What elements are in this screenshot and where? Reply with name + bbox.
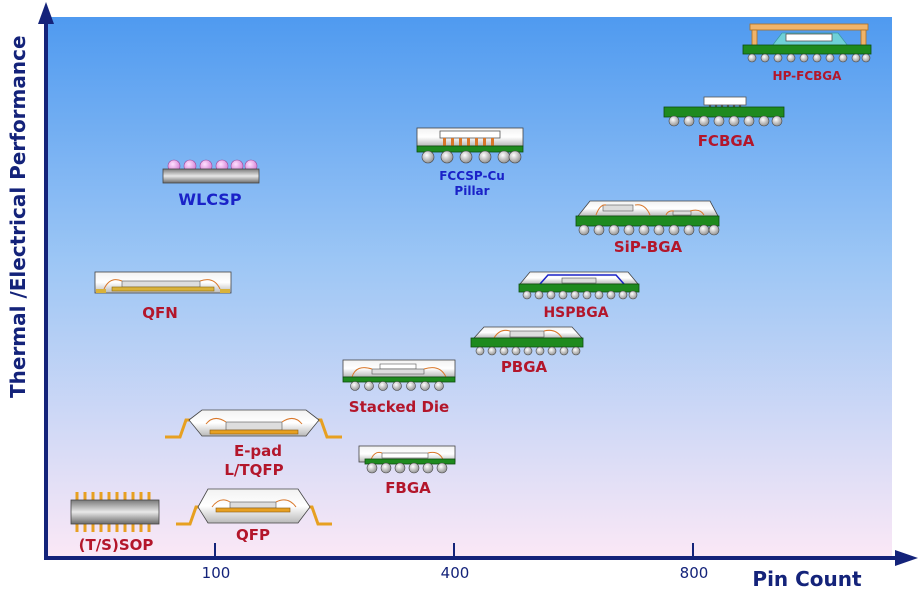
hp-fcbga-package-icon bbox=[742, 23, 872, 63]
label-qfp: QFP bbox=[236, 526, 270, 544]
label-fccsp-line2: Pillar bbox=[454, 184, 490, 198]
stacked-die-package-icon bbox=[342, 359, 456, 391]
x-tick-label-800: 800 bbox=[679, 564, 709, 582]
label-sip-bga: SiP-BGA bbox=[613, 238, 683, 256]
y-axis-title: Thermal /Electrical Performance bbox=[6, 35, 30, 398]
label-tssop: (T/S)SOP bbox=[78, 536, 154, 554]
label-pbga: PBGA bbox=[500, 358, 548, 376]
label-wlcsp: WLCSP bbox=[178, 190, 242, 209]
fcbga-package-icon bbox=[663, 96, 785, 127]
tssop-package-icon bbox=[70, 492, 160, 532]
x-tick-label-400: 400 bbox=[440, 564, 470, 582]
label-qfn: QFN bbox=[142, 304, 178, 322]
hspbga-package-icon bbox=[518, 271, 640, 300]
label-hspbga: HSPBGA bbox=[543, 305, 609, 321]
qfn-package-icon bbox=[94, 271, 232, 294]
fbga-package-icon bbox=[358, 445, 456, 474]
label-fcbga: FCBGA bbox=[697, 132, 755, 150]
y-axis-arrow-icon bbox=[38, 2, 54, 24]
fccsp-cu-pillar-package-icon bbox=[416, 127, 524, 164]
label-epad-line1: E-pad bbox=[233, 442, 283, 460]
wlcsp-package-icon bbox=[162, 159, 260, 184]
label-stacked-die: Stacked Die bbox=[348, 398, 450, 416]
pbga-package-icon bbox=[470, 326, 584, 356]
label-epad-line2: L/TQFP bbox=[224, 461, 284, 479]
sip-bga-package-icon bbox=[575, 200, 720, 236]
x-axis bbox=[44, 543, 918, 566]
x-tick-label-100: 100 bbox=[201, 564, 231, 582]
x-axis-title: Pin Count bbox=[752, 567, 862, 591]
x-axis-arrow-icon bbox=[895, 550, 918, 566]
label-fbga: FBGA bbox=[385, 479, 431, 497]
label-hp-fcbga: HP-FCBGA bbox=[772, 69, 842, 83]
label-fccsp-line1: FCCSP-Cu bbox=[439, 169, 505, 183]
y-axis bbox=[38, 2, 54, 558]
qfp-package-icon bbox=[176, 488, 332, 526]
epad-ltqfp-package-icon bbox=[165, 409, 342, 439]
